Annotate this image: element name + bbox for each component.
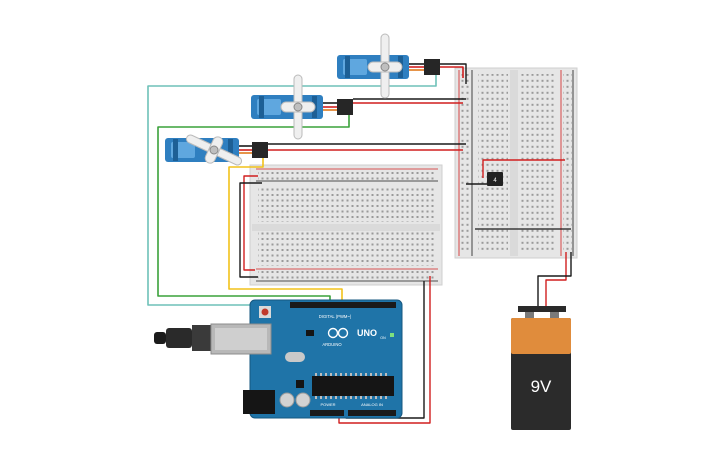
servo-3: [165, 134, 268, 166]
breadboard-large: [249, 164, 443, 286]
servo-2: [251, 74, 353, 140]
wire-red-s1: [440, 66, 464, 78]
arduino-model-label: UNO: [357, 328, 377, 338]
wire-red-rail: [243, 175, 258, 271]
wire-red-ic: [482, 159, 565, 178]
battery-label: 9V: [531, 377, 552, 396]
arduino-on-label: ON: [380, 336, 386, 340]
wire-red-battery: [545, 252, 567, 308]
wire-black-s1: [440, 63, 467, 84]
wire-black-rail: [239, 182, 262, 278]
ic-chip: 4: [487, 172, 503, 186]
wire-black-battery: [537, 252, 572, 308]
arduino-digital-label: DIGITAL (PWM~): [319, 314, 352, 319]
arduino-analog-label: ANALOG IN: [361, 402, 383, 407]
arduino-brand-label: ARDUINO: [322, 342, 342, 347]
wire-green: [157, 114, 350, 300]
ic-label: 4: [493, 178, 497, 184]
battery-9v: 9V: [511, 306, 571, 430]
arduino-uno: ARDUINO UNO DIGITAL (PWM~) POWER ANALOG …: [154, 299, 403, 419]
servo-1: [337, 33, 440, 99]
breadboard-small: [454, 67, 578, 259]
wire-yellow: [228, 158, 343, 300]
arduino-power-label: POWER: [320, 402, 335, 407]
